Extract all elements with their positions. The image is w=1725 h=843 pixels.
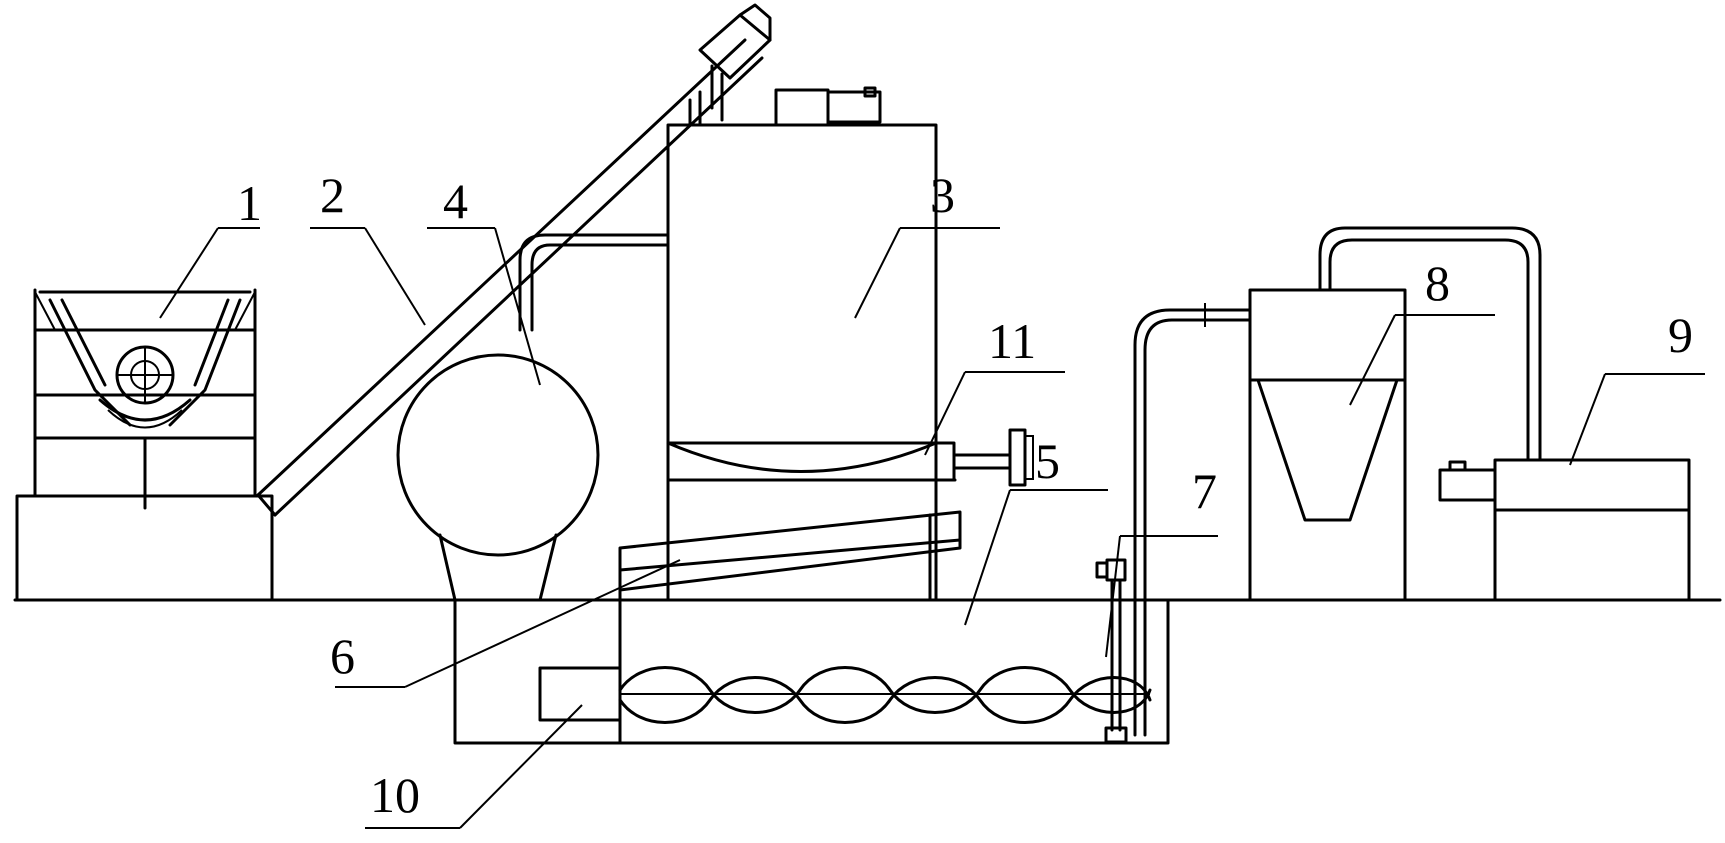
- label-10: 10: [370, 767, 420, 823]
- component-10-drive: [538, 666, 622, 722]
- component-2-inclined-conveyor: [256, 3, 772, 517]
- label-11: 11: [988, 313, 1036, 369]
- label-4: 4: [443, 173, 468, 229]
- component-3-tank: [518, 86, 957, 602]
- label-3: 3: [930, 167, 955, 223]
- component-5-trough: [453, 588, 1170, 745]
- label-2: 2: [320, 167, 345, 223]
- label-8: 8: [1425, 255, 1450, 311]
- component-4-sphere: [396, 353, 600, 602]
- component-11-outlet: [934, 428, 1034, 487]
- label-6: 6: [330, 628, 355, 684]
- label-7: 7: [1192, 463, 1217, 519]
- component-6-screen: [618, 510, 962, 602]
- component-9-box: [1438, 458, 1691, 602]
- component-7-pump: [1095, 303, 1252, 744]
- label-5: 5: [1035, 433, 1060, 489]
- component-1-crusher: [15, 288, 274, 602]
- leader-lines: [159, 227, 1705, 829]
- component-8-cyclone: [1248, 226, 1542, 602]
- label-9: 9: [1668, 307, 1693, 363]
- label-1: 1: [237, 175, 262, 231]
